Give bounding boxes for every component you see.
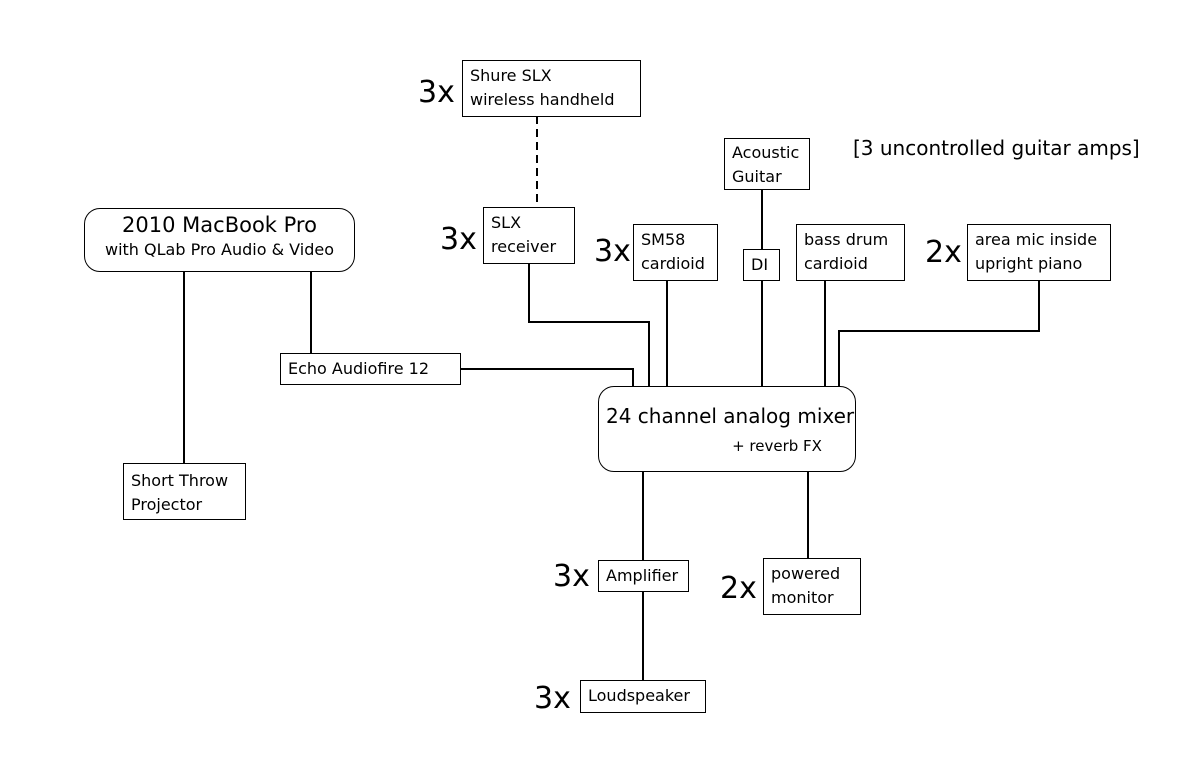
piano-mic-line2: upright piano [975,254,1083,273]
piano-mic-line1: area mic inside [975,230,1098,249]
audiofire-label: Echo Audiofire 12 [288,359,429,378]
projector-box: Short Throw Projector [123,463,246,520]
shure-slx-line1: Shure SLX [470,66,552,85]
di-box: DI [743,249,780,281]
piano-mic-wire [838,281,1040,386]
projector-line1: Short Throw [131,471,229,490]
audiofire-mixer-wire [460,368,634,386]
mixer-title: 24 channel analog mixer [606,404,855,428]
slx-receiver-wire [528,264,650,386]
acoustic-guitar-line2: Guitar [732,167,782,186]
macbook-box: 2010 MacBook Pro with QLab Pro Audio & V… [84,208,355,272]
shure-slx-line2: wireless handheld [470,90,615,109]
sm58-line1: SM58 [641,230,686,249]
monitor-line2: monitor [771,588,834,607]
monitor-box: powered monitor [763,558,861,615]
amplifier-box: Amplifier [598,560,689,592]
slx-receiver-line1: SLX [491,213,522,232]
monitor-qty: 2x [720,571,757,606]
bass-drum-line2: cardioid [804,254,868,273]
shure-slx-box: Shure SLX wireless handheld [462,60,641,117]
loudspeaker-qty: 3x [534,681,571,716]
piano-mic-qty: 2x [925,235,962,270]
sm58-line2: cardioid [641,254,705,273]
loudspeaker-box: Loudspeaker [580,680,706,713]
sm58-box: SM58 cardioid [633,224,718,281]
audiofire-box: Echo Audiofire 12 [280,353,461,385]
macbook-subtitle: with QLab Pro Audio & Video [104,240,334,259]
piano-mic-box: area mic inside upright piano [967,224,1111,281]
acoustic-guitar-line1: Acoustic [732,143,800,162]
sm58-qty: 3x [594,234,631,269]
bass-drum-box: bass drum cardioid [796,224,905,281]
shure-slx-qty: 3x [418,75,455,110]
macbook-title: 2010 MacBook Pro [122,213,317,237]
mixer-subtitle: + reverb FX [732,437,822,455]
loudspeaker-label: Loudspeaker [588,686,690,705]
bass-drum-line1: bass drum [804,230,889,249]
amplifier-label: Amplifier [606,566,679,585]
slx-receiver-box: SLX receiver [483,207,575,264]
slx-receiver-qty: 3x [440,222,477,257]
projector-line2: Projector [131,495,203,514]
mixer-box: 24 channel analog mixer + reverb FX [598,386,856,472]
monitor-line1: powered [771,564,841,583]
slx-receiver-line2: receiver [491,237,557,256]
di-label: DI [751,255,769,274]
amplifier-qty: 3x [553,559,590,594]
uncontrolled-amps-note: [3 uncontrolled guitar amps] [853,136,1140,160]
acoustic-guitar-box: Acoustic Guitar [724,138,810,190]
